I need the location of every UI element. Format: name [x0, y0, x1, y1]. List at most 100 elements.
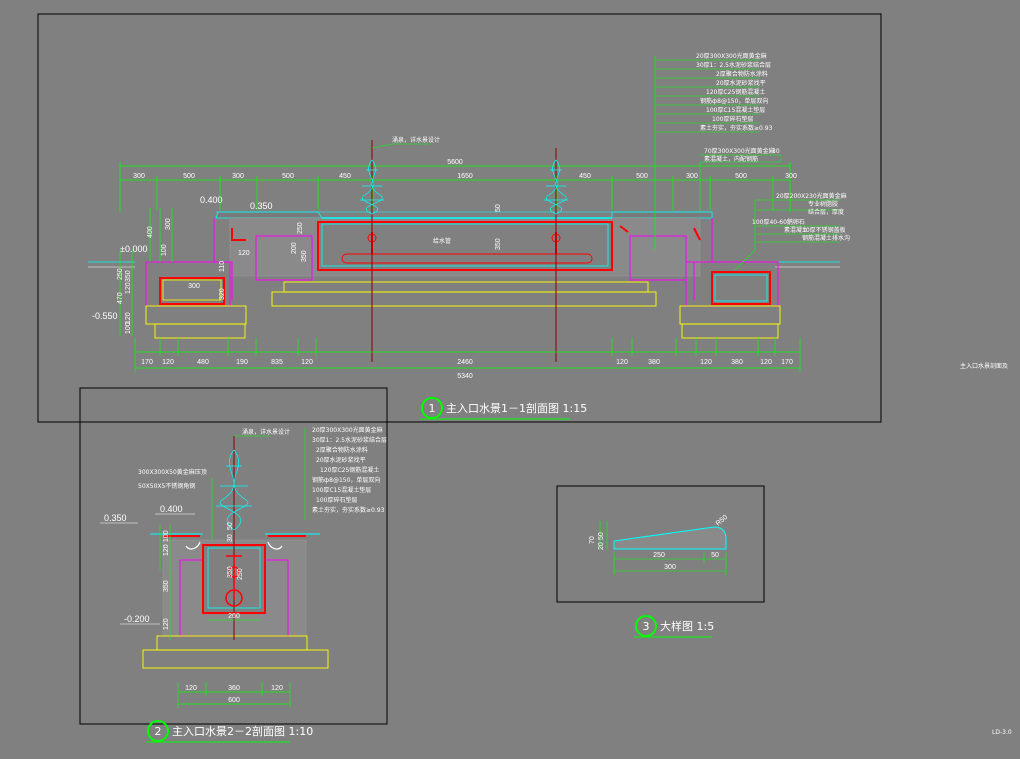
inner-dim: 250	[237, 568, 244, 580]
section2-number: 2	[155, 725, 162, 738]
top-dim: 500	[183, 173, 195, 180]
section2-title: 主入口水景2－2剖面图 1:10	[172, 724, 313, 738]
material-note: 2厚聚合物防水涂料	[716, 70, 768, 78]
hdim: 50	[711, 552, 719, 559]
top-dim: 1650	[457, 173, 473, 180]
bottom-total: 600	[228, 697, 240, 704]
material-note: 100厚碎石垫层	[316, 496, 357, 504]
inner-dim: 350	[495, 238, 502, 250]
bottom-dims: 170 120 480 190 835 120 2460 120 380 120…	[141, 359, 793, 366]
inner-dim: 30	[227, 534, 234, 542]
material-note: 20厚300X300光面黄金麻	[696, 52, 767, 60]
left-vdim: 300	[165, 218, 172, 230]
bottom-dim: 120	[700, 359, 712, 366]
inner-dim: 250	[297, 222, 304, 234]
level-mark: -0.200	[124, 614, 150, 624]
section1-marker	[421, 397, 443, 419]
section3-number: 3	[643, 620, 650, 633]
inner-dim: 350	[227, 566, 234, 578]
section1-number: 1	[429, 402, 436, 415]
section2-material-notes: 20厚300X300光面黄金麻 30厚1：2.5水泥砂浆结合层 2厚聚合物防水涂…	[312, 426, 387, 514]
material-note: 20厚300X300光面黄金麻	[312, 426, 383, 434]
inner-dim: 200	[291, 242, 298, 254]
material-note: 30厚1：2.5水泥砂浆结合层	[312, 436, 387, 444]
section2-marker	[147, 720, 169, 742]
left-vdim: 250	[117, 268, 124, 280]
spray-label: 涌泉，详水景设计	[242, 428, 290, 436]
spray-label: 涌泉，详水景设计	[392, 136, 440, 144]
radius: R50	[715, 514, 729, 528]
pipe-label: 给水管	[433, 237, 451, 245]
channel-note: 素混凝土	[784, 226, 808, 234]
channel-note: 100厚40-60鹅卵石	[752, 218, 805, 226]
bottom-dim: 170	[781, 359, 793, 366]
inner-dim: 110	[219, 261, 226, 272]
bottom-dim: 190	[236, 359, 248, 366]
left-note: 300X300X50黄金麻压顶	[138, 468, 207, 476]
inner-dim: 350	[301, 250, 308, 262]
left-vdim: 350	[125, 270, 132, 282]
vdim: 350	[163, 580, 170, 592]
material-note: 100厚C15混凝土垫层	[706, 106, 765, 114]
channel-notes: 20厚200X230光面黄金麻 专业树脂胶 结合层，厚度 100厚40-60鹅卵…	[752, 192, 850, 242]
top-dim: 500	[636, 173, 648, 180]
material-note: 100厚C15混凝土垫层	[312, 486, 371, 494]
bottom-dim: 120	[162, 359, 174, 366]
top-dim: 300	[133, 173, 145, 180]
right-dim: 30	[772, 148, 780, 155]
material-note: 钢筋ф8@150，单层双向	[312, 476, 380, 484]
bottom-dim: 835	[271, 359, 283, 366]
top-dim: 300	[785, 173, 797, 180]
section2-frame	[79, 387, 388, 725]
section1-frame	[37, 13, 882, 423]
level-mark: 0.400	[160, 504, 183, 514]
top-dim: 450	[339, 173, 351, 180]
material-note: 素土夯实，夯实系数≥0.93	[700, 124, 773, 132]
hdim: 250	[653, 552, 665, 559]
spray-plume-right	[544, 159, 568, 215]
channel-note: 结合层，厚度	[808, 208, 844, 216]
section1-drawing: 5600 300 500 300 500 450 1650 450 500 30…	[88, 52, 850, 420]
edge-note: 70厚300X300光面黄金麻	[704, 147, 775, 155]
material-note: 30厚1：2.5水泥砂浆结合层	[696, 61, 771, 69]
vdim: 120	[163, 544, 170, 556]
channel-note: 20厚200X230光面黄金麻	[776, 192, 847, 200]
top-dim: 500	[735, 173, 747, 180]
channel-note: 专业树脂胶	[808, 200, 838, 208]
sheet-number: LD-3.0	[992, 729, 1012, 736]
channel-note: 10厚不锈钢盖板	[802, 226, 846, 234]
bottom-dim: 380	[648, 359, 660, 366]
left-vdim: 120	[125, 312, 132, 324]
inner-dim: 300	[188, 283, 200, 290]
left-vdim: 120	[125, 282, 132, 294]
bottom-total-dim: 5340	[457, 373, 473, 380]
level-mark: 0.350	[250, 201, 273, 211]
bottom-dim: 120	[271, 685, 283, 692]
vdim: 100	[163, 530, 170, 542]
section3-drawing: 70 20 50 250 50 300 R50 3 大样图 1:5	[589, 514, 729, 638]
top-dim: 300	[232, 173, 244, 180]
inner-dim: 120	[238, 250, 250, 257]
top-total-dim: 5600	[447, 159, 463, 166]
material-note: 20厚水泥砂浆找平	[716, 79, 766, 87]
top-dim: 300	[686, 173, 698, 180]
level-mark: 0.350	[104, 513, 127, 523]
bottom-dim: 170	[141, 359, 153, 366]
inner-dim: 320	[219, 288, 226, 300]
inner-dim: 50	[227, 522, 234, 530]
material-note: 120厚C25钢筋混凝土	[320, 466, 379, 474]
bottom-dim: 120	[301, 359, 313, 366]
vdim: 50	[598, 532, 605, 540]
left-note: 50X50X5不锈钢角钢	[138, 482, 195, 490]
level-mark: 0.400	[200, 195, 223, 205]
material-note: 100厚碎石垫层	[712, 115, 753, 123]
total-dim: 300	[664, 564, 676, 571]
spray-plume	[216, 449, 252, 531]
vdim: 70	[589, 536, 596, 544]
bottom-dim: 120	[185, 685, 197, 692]
material-note: 20厚水泥砂浆找平	[316, 456, 366, 464]
left-vdim: 100	[161, 244, 168, 256]
section3-title: 大样图 1:5	[660, 619, 714, 633]
vdim: 20	[598, 542, 605, 550]
